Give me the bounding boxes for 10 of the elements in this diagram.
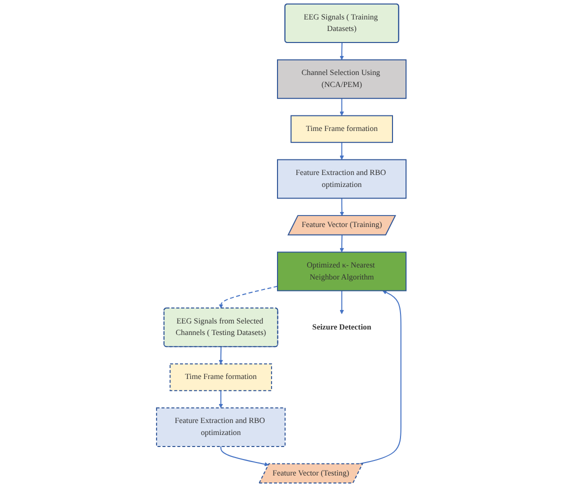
arrow <box>340 234 344 252</box>
arrow <box>340 98 344 116</box>
arrow <box>340 198 344 216</box>
arrow <box>220 446 269 466</box>
arrow <box>218 346 224 364</box>
arrow <box>340 290 344 314</box>
arrow <box>218 286 278 308</box>
arrow <box>340 42 344 60</box>
arrow <box>218 390 224 408</box>
arrow <box>340 142 344 160</box>
